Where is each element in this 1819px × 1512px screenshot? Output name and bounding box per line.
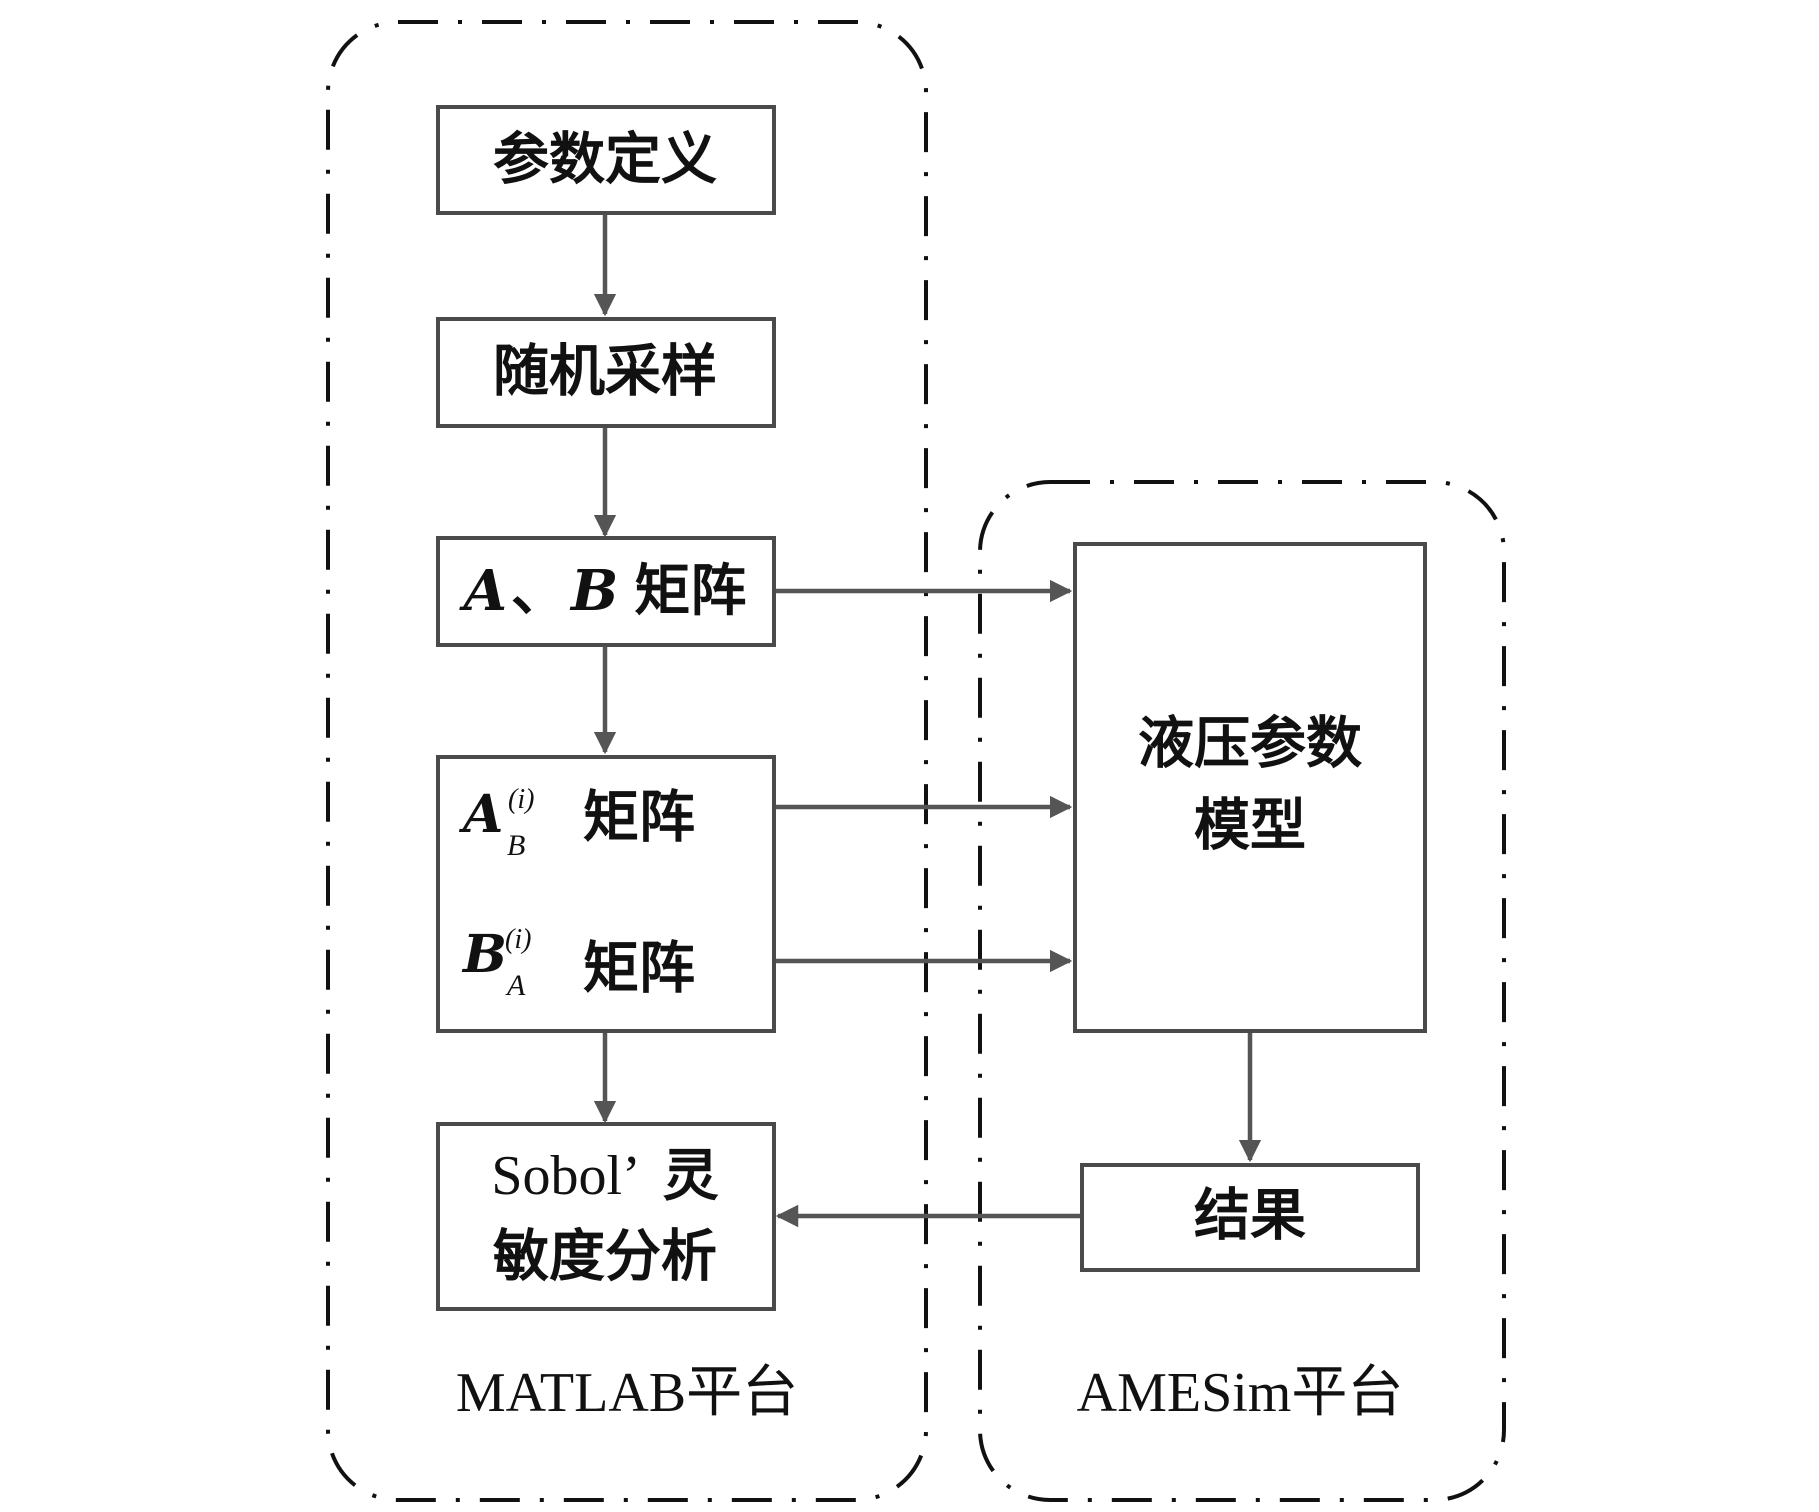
amesim-platform-group [978, 480, 1506, 1502]
matrix-row-1-label: 矩阵 [583, 786, 695, 851]
random-sampling-label: 随机采样 [493, 340, 717, 405]
param-def-label: 参数定义 [493, 128, 717, 193]
matlab-platform-label: MATLAB平台 [456, 1362, 798, 1424]
amesim-platform-label: AMESim平台 [1077, 1362, 1404, 1424]
matrix-symbol-b-base: B [461, 924, 507, 985]
ab-matrix-label: A 、 B 矩阵 [459, 558, 747, 624]
sobol-analysis-line-1: Sobol’ 灵 [491, 1144, 718, 1209]
connectors [593, 213, 1262, 1228]
param-def-box [436, 105, 776, 215]
sobol-analysis-line-2: 敏度分析 [493, 1225, 717, 1290]
matrix-symbol-b-subscript: A [505, 969, 526, 1002]
result-box [1080, 1163, 1420, 1272]
matrix-symbol-a-superscript: (i) [508, 784, 534, 815]
matrix-symbol-b-superscript: (i) [505, 924, 531, 955]
matrix-row-2-label: 矩阵 [583, 937, 695, 1002]
random-sampling-box [436, 317, 776, 428]
mixed-matrix-row-2: B (i) A 矩阵 [461, 924, 695, 1002]
hydraulic-model-box [1073, 542, 1427, 1033]
mixed-matrix-row-1: A (i) B 矩阵 [458, 784, 695, 862]
matlab-platform-group [326, 20, 928, 1502]
mixed-matrix-box [436, 755, 776, 1033]
hydraulic-model-line-2: 模型 [1194, 794, 1306, 859]
hydraulic-model-line-1: 液压参数 [1138, 712, 1362, 777]
matrix-symbol-a-subscript: B [507, 829, 525, 862]
result-label: 结果 [1194, 1184, 1306, 1249]
sobol-analysis-box [436, 1122, 776, 1311]
ab-matrix-box [436, 536, 776, 647]
matrix-symbol-a-base: A [458, 784, 503, 845]
